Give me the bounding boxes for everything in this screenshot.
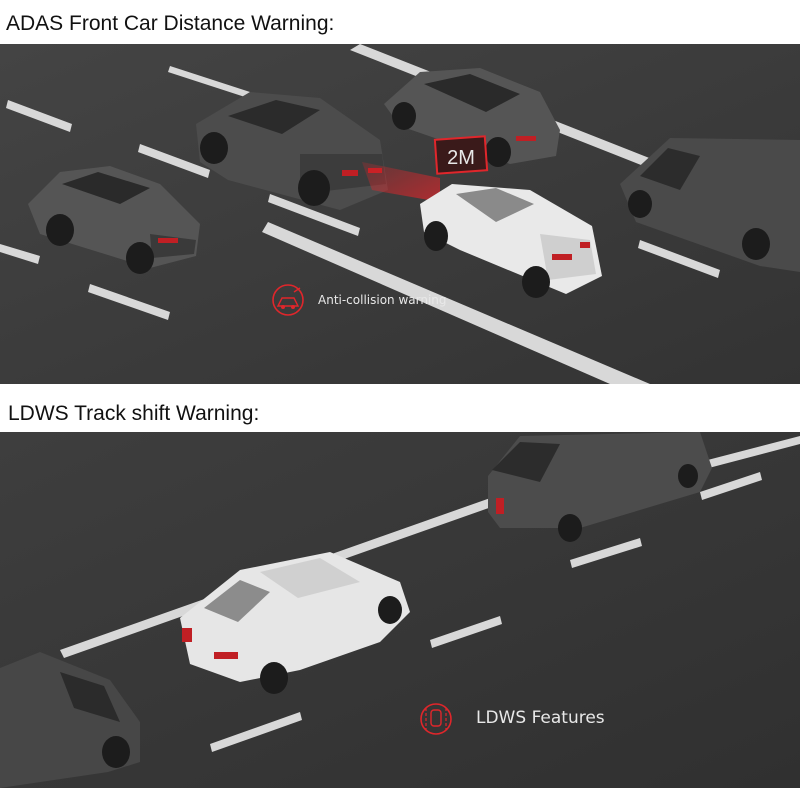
ldws-illustration: LDWS Features	[0, 432, 800, 788]
dark-sedan-top	[384, 68, 560, 167]
lane-departure-icon	[420, 703, 452, 735]
distance-label: 2M	[447, 147, 475, 169]
white-sedan	[180, 552, 410, 694]
car-collision-icon	[272, 284, 304, 316]
distance-indicator: 2M	[433, 135, 489, 175]
anti-collision-label: Anti-collision warning	[318, 293, 447, 307]
van-right	[620, 138, 800, 272]
ldws-heading: LDWS Track shift Warning:	[8, 402, 260, 425]
van-bottom-left	[0, 652, 140, 788]
adas-illustration: 2M Anti-collision warning	[0, 44, 800, 384]
ldws-features-label: LDWS Features	[476, 708, 605, 728]
adas-road-scene: 2M	[0, 44, 800, 384]
distance-beam	[362, 162, 440, 202]
pickup-truck	[196, 92, 388, 210]
adas-heading: ADAS Front Car Distance Warning:	[6, 12, 335, 35]
white-suv	[420, 184, 602, 298]
dark-sedan-left	[28, 166, 200, 274]
van-top	[488, 432, 712, 542]
ldws-road-scene	[0, 432, 800, 788]
